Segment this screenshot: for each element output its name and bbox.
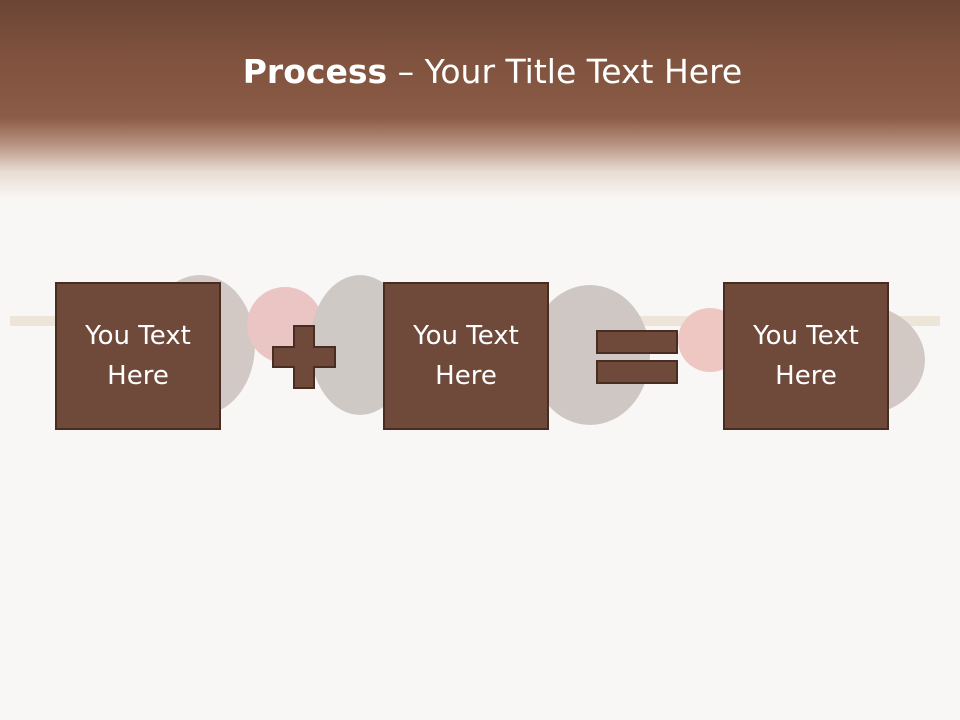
- process-box-2-text: You Text Here: [413, 321, 519, 391]
- equals-icon: [596, 330, 678, 384]
- process-box-2[interactable]: You Text Here: [383, 282, 549, 430]
- process-box-3[interactable]: You Text Here: [723, 282, 889, 430]
- plus-icon: [272, 325, 336, 389]
- title-banner: [0, 0, 960, 200]
- process-box-1[interactable]: You Text Here: [55, 282, 221, 430]
- process-box-1-text: You Text Here: [85, 321, 191, 391]
- title-rest: – Your Title Text Here: [387, 52, 743, 91]
- title-bold: Process: [242, 52, 388, 91]
- slide-title[interactable]: Process – Your Title Text Here: [0, 52, 960, 91]
- process-box-3-text: You Text Here: [753, 321, 859, 391]
